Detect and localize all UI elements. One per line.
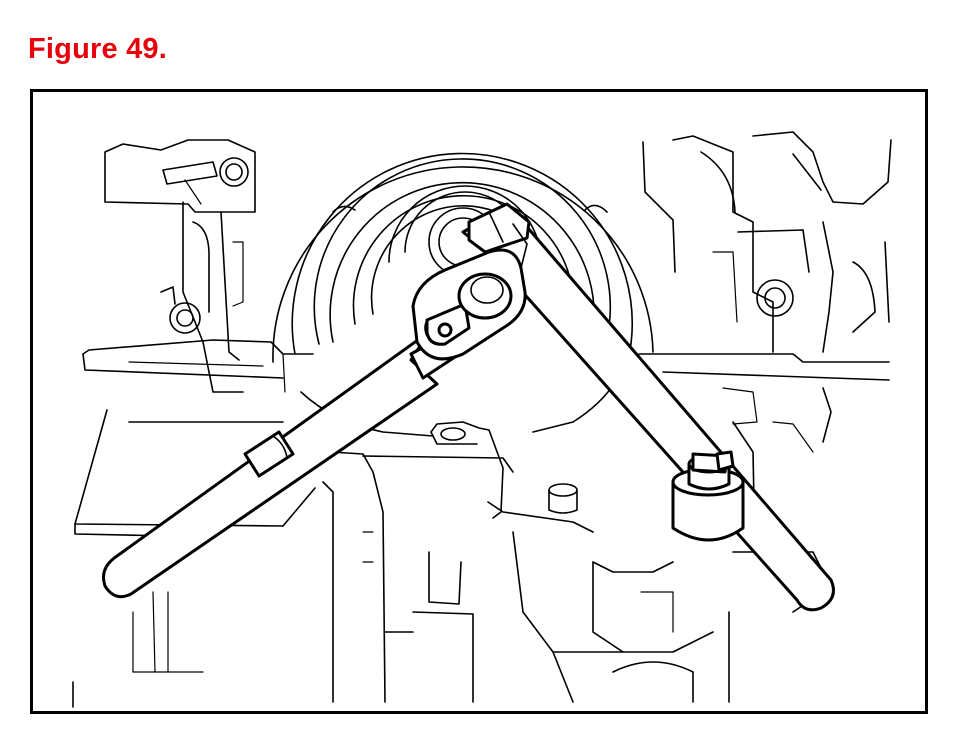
breaker-bar (102, 223, 528, 599)
engine-block (72, 131, 892, 708)
service-illustration (72, 131, 892, 708)
socket (671, 450, 745, 542)
figure-title: Figure 49. (28, 33, 167, 65)
illustration-frame (30, 89, 928, 714)
